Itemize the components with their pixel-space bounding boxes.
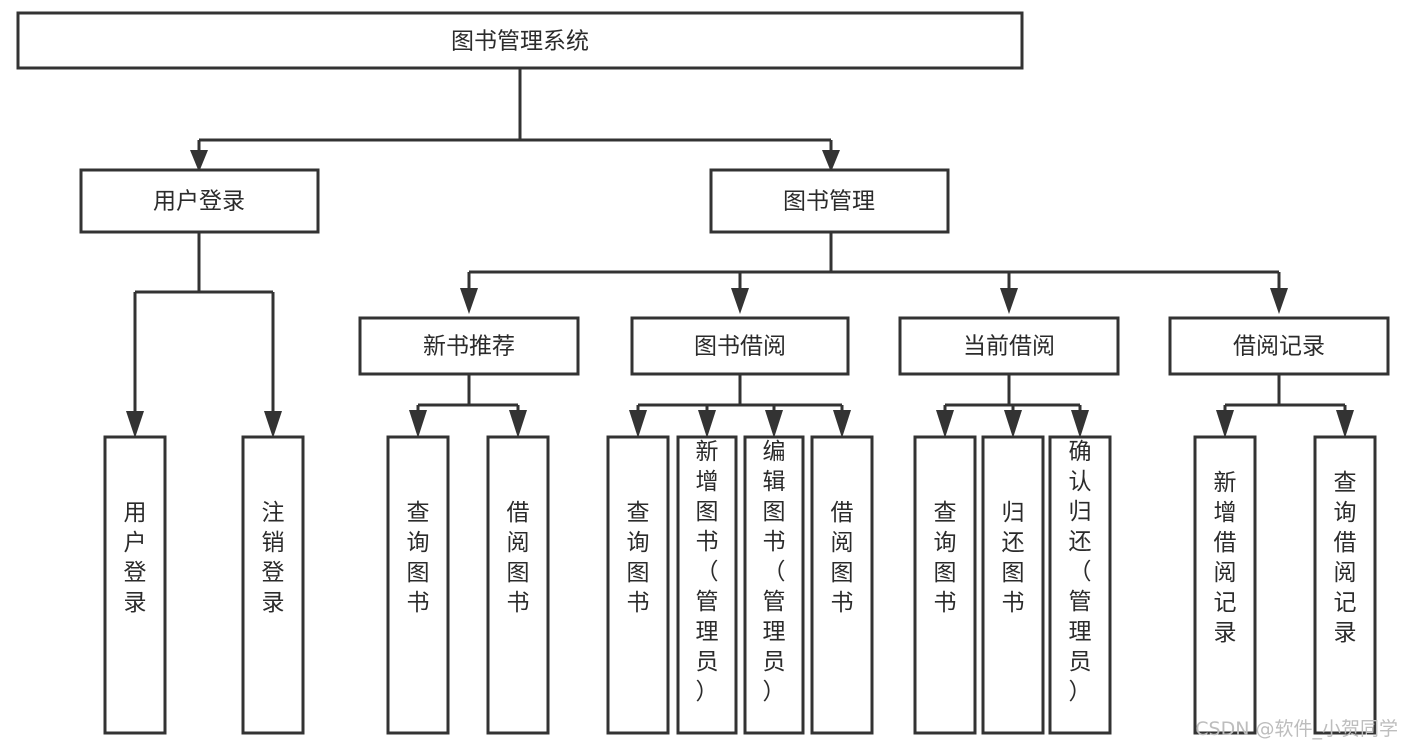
arrow-to-leaf-query-book-1	[409, 410, 427, 438]
edge-user-login-trunk	[133, 232, 275, 433]
node-new-book-rec-label: 新书推荐	[423, 334, 515, 360]
node-leaf-query-record-box[interactable]	[1313, 435, 1377, 735]
node-current-borrow-box[interactable]	[898, 316, 1120, 376]
node-book-borrow[interactable]: 图书借阅	[630, 316, 850, 376]
node-leaf-add-record[interactable]: 新增借阅记录	[1193, 435, 1257, 735]
node-leaf-confirm-return-label: 确认归还（管理员）	[1069, 439, 1092, 705]
csdn-watermark: CSDN @软件_小贺同学	[1195, 718, 1398, 740]
node-book-manage-box[interactable]	[709, 168, 950, 234]
node-borrow-record-box[interactable]	[1168, 316, 1390, 376]
node-leaf-query-book-3-box[interactable]	[913, 435, 977, 735]
node-new-book-rec-box[interactable]	[358, 316, 580, 376]
node-leaf-borrow-book-2[interactable]: 借阅图书	[810, 435, 874, 735]
node-leaf-borrow-book-1-box[interactable]	[486, 435, 550, 735]
arrow-to-leaf-query-record	[1336, 410, 1354, 438]
node-root[interactable]: 图书管理系统	[16, 11, 1024, 70]
arrow-to-leaf-logout	[264, 411, 282, 438]
arrow-to-current-borrow	[1000, 288, 1018, 314]
node-leaf-borrow-book-2-box[interactable]	[810, 435, 874, 735]
node-leaf-return-book[interactable]: 归还图书	[981, 435, 1045, 735]
node-leaf-add-book-label: 新增图书（管理员）	[696, 439, 719, 705]
arrow-to-book-borrow	[731, 288, 749, 314]
node-book-borrow-label: 图书借阅	[694, 334, 786, 360]
node-leaf-edit-book[interactable]: 编辑图书（管理员）	[743, 435, 805, 735]
node-leaf-logout-box[interactable]	[241, 435, 305, 735]
node-leaf-add-book[interactable]: 新增图书（管理员）	[676, 435, 738, 735]
node-leaf-add-record-label: 新增借阅记录	[1214, 470, 1237, 646]
edge-root-trunk	[197, 68, 833, 166]
arrow-to-user-login	[190, 150, 208, 172]
arrow-to-leaf-add-book	[698, 410, 716, 438]
node-leaf-confirm-return[interactable]: 确认归还（管理员）	[1048, 435, 1112, 735]
node-leaf-edit-book-label: 编辑图书（管理员）	[763, 439, 786, 705]
arrow-to-leaf-borrow-book-1	[509, 410, 527, 438]
arrow-to-leaf-borrow-book-2	[833, 410, 851, 438]
arrow-to-leaf-confirm-return	[1071, 410, 1089, 438]
node-leaf-add-record-box[interactable]	[1193, 435, 1257, 735]
node-leaf-confirm-return-box[interactable]	[1048, 435, 1112, 735]
edge-book-borrow-trunk	[636, 374, 844, 433]
arrow-to-book-manage	[822, 150, 840, 172]
edge-book-manage-trunk	[467, 232, 1281, 290]
node-leaf-add-book-box[interactable]	[676, 435, 738, 735]
node-user-login-box[interactable]	[79, 168, 320, 234]
node-book-borrow-box[interactable]	[630, 316, 850, 376]
edge-layer	[126, 68, 1354, 438]
node-leaf-borrow-book-1[interactable]: 借阅图书	[486, 435, 550, 735]
node-leaf-query-book-3-label: 查询图书	[934, 500, 957, 616]
node-leaf-borrow-book-1-label: 借阅图书	[507, 500, 530, 616]
node-book-manage-label: 图书管理	[783, 189, 875, 215]
node-new-book-rec[interactable]: 新书推荐	[358, 316, 580, 376]
arrow-to-leaf-query-book-2	[629, 410, 647, 438]
node-leaf-return-book-box[interactable]	[981, 435, 1045, 735]
node-leaf-user-login-label: 用户登录	[124, 500, 147, 616]
node-leaf-query-book-1-box[interactable]	[386, 435, 450, 735]
arrow-to-leaf-edit-book	[765, 410, 783, 438]
node-leaf-user-login-box[interactable]	[103, 435, 167, 735]
arrow-to-new-book-rec	[460, 288, 478, 314]
arrow-to-borrow-record	[1270, 288, 1288, 314]
node-leaf-query-book-1-label: 查询图书	[407, 500, 430, 616]
node-root-label: 图书管理系统	[451, 29, 589, 55]
node-leaf-query-book-3[interactable]: 查询图书	[913, 435, 977, 735]
arrow-to-leaf-add-record	[1216, 410, 1234, 438]
node-borrow-record[interactable]: 借阅记录	[1168, 316, 1390, 376]
node-user-login-label: 用户登录	[153, 189, 245, 215]
node-leaf-query-record[interactable]: 查询借阅记录	[1313, 435, 1377, 735]
node-leaf-query-book-2[interactable]: 查询图书	[606, 435, 670, 735]
node-leaf-user-login[interactable]: 用户登录	[103, 435, 167, 735]
node-user-login[interactable]: 用户登录	[79, 168, 320, 234]
node-root-box[interactable]	[16, 11, 1024, 70]
node-leaf-edit-book-box[interactable]	[743, 435, 805, 735]
edge-new-book-rec-trunk	[416, 374, 520, 433]
arrow-to-leaf-query-book-3	[936, 410, 954, 438]
arrow-to-leaf-return-book	[1004, 410, 1022, 438]
node-current-borrow[interactable]: 当前借阅	[898, 316, 1120, 376]
node-leaf-logout[interactable]: 注销登录	[241, 435, 305, 735]
node-leaf-query-book-1[interactable]: 查询图书	[386, 435, 450, 735]
node-leaf-query-book-2-label: 查询图书	[627, 500, 650, 616]
node-leaf-return-book-label: 归还图书	[1002, 500, 1025, 616]
arrow-to-leaf-user-login	[126, 411, 144, 438]
node-leaf-borrow-book-2-label: 借阅图书	[831, 500, 854, 616]
node-current-borrow-label: 当前借阅	[963, 334, 1055, 360]
node-borrow-record-label: 借阅记录	[1233, 334, 1325, 360]
node-leaf-logout-label: 注销登录	[262, 500, 285, 616]
node-book-manage[interactable]: 图书管理	[709, 168, 950, 234]
edge-borrow-record-trunk	[1223, 374, 1347, 433]
node-leaf-query-record-label: 查询借阅记录	[1334, 470, 1357, 646]
node-leaf-query-book-2-box[interactable]	[606, 435, 670, 735]
